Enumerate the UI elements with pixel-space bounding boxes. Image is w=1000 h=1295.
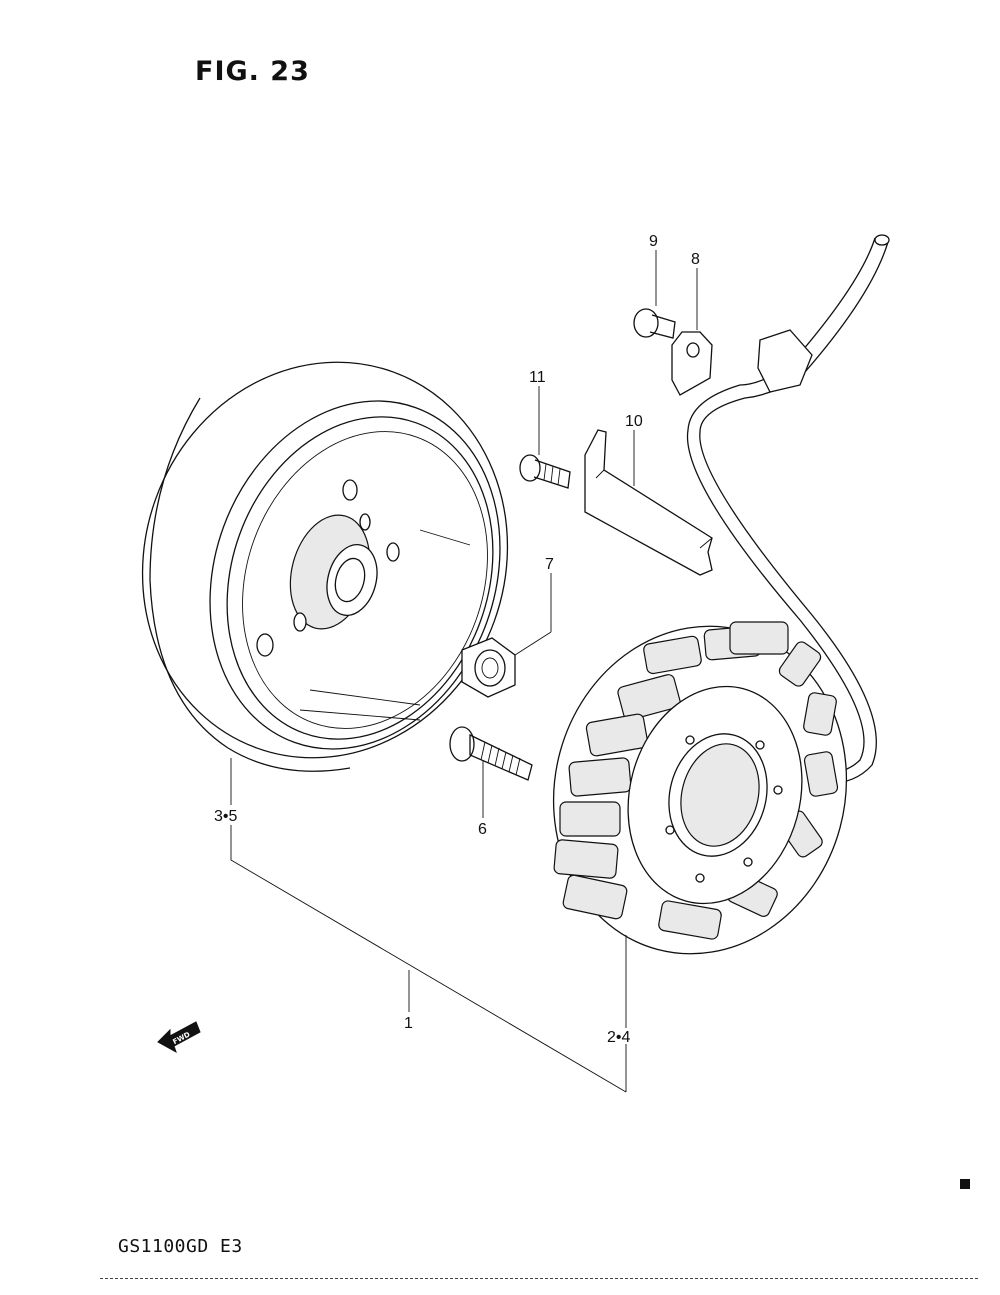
callout-2-4: 2•4 xyxy=(607,1029,631,1046)
callout-6: 6 xyxy=(478,821,487,838)
callout-8: 8 xyxy=(691,251,700,268)
callout-3-5: 3•5 xyxy=(214,808,238,825)
nut-part-7 xyxy=(461,637,516,698)
leader-lines xyxy=(230,250,698,1093)
bottom-rule xyxy=(100,1278,978,1279)
callout-11: 11 xyxy=(529,369,546,386)
screw-part-11 xyxy=(519,454,571,489)
stator xyxy=(552,621,848,955)
clamp-part-8 xyxy=(671,331,713,396)
callout-10: 10 xyxy=(625,413,643,430)
figure-title: FIG. 23 xyxy=(195,56,310,87)
bolt-part-6 xyxy=(449,726,533,781)
fwd-label: FWD xyxy=(172,1030,192,1046)
callout-9: 9 xyxy=(649,233,658,250)
fwd-arrow-icon: FWD xyxy=(157,1021,201,1054)
callout-1: 1 xyxy=(404,1015,413,1032)
model-code: GS1100GD E3 xyxy=(118,1236,243,1257)
rotor-flywheel xyxy=(141,361,509,772)
screw-part-9 xyxy=(633,308,676,339)
clamp-part-10 xyxy=(584,429,713,576)
callout-7: 7 xyxy=(545,556,554,573)
wire-harness xyxy=(686,234,890,785)
page-end-mark xyxy=(960,1179,970,1189)
